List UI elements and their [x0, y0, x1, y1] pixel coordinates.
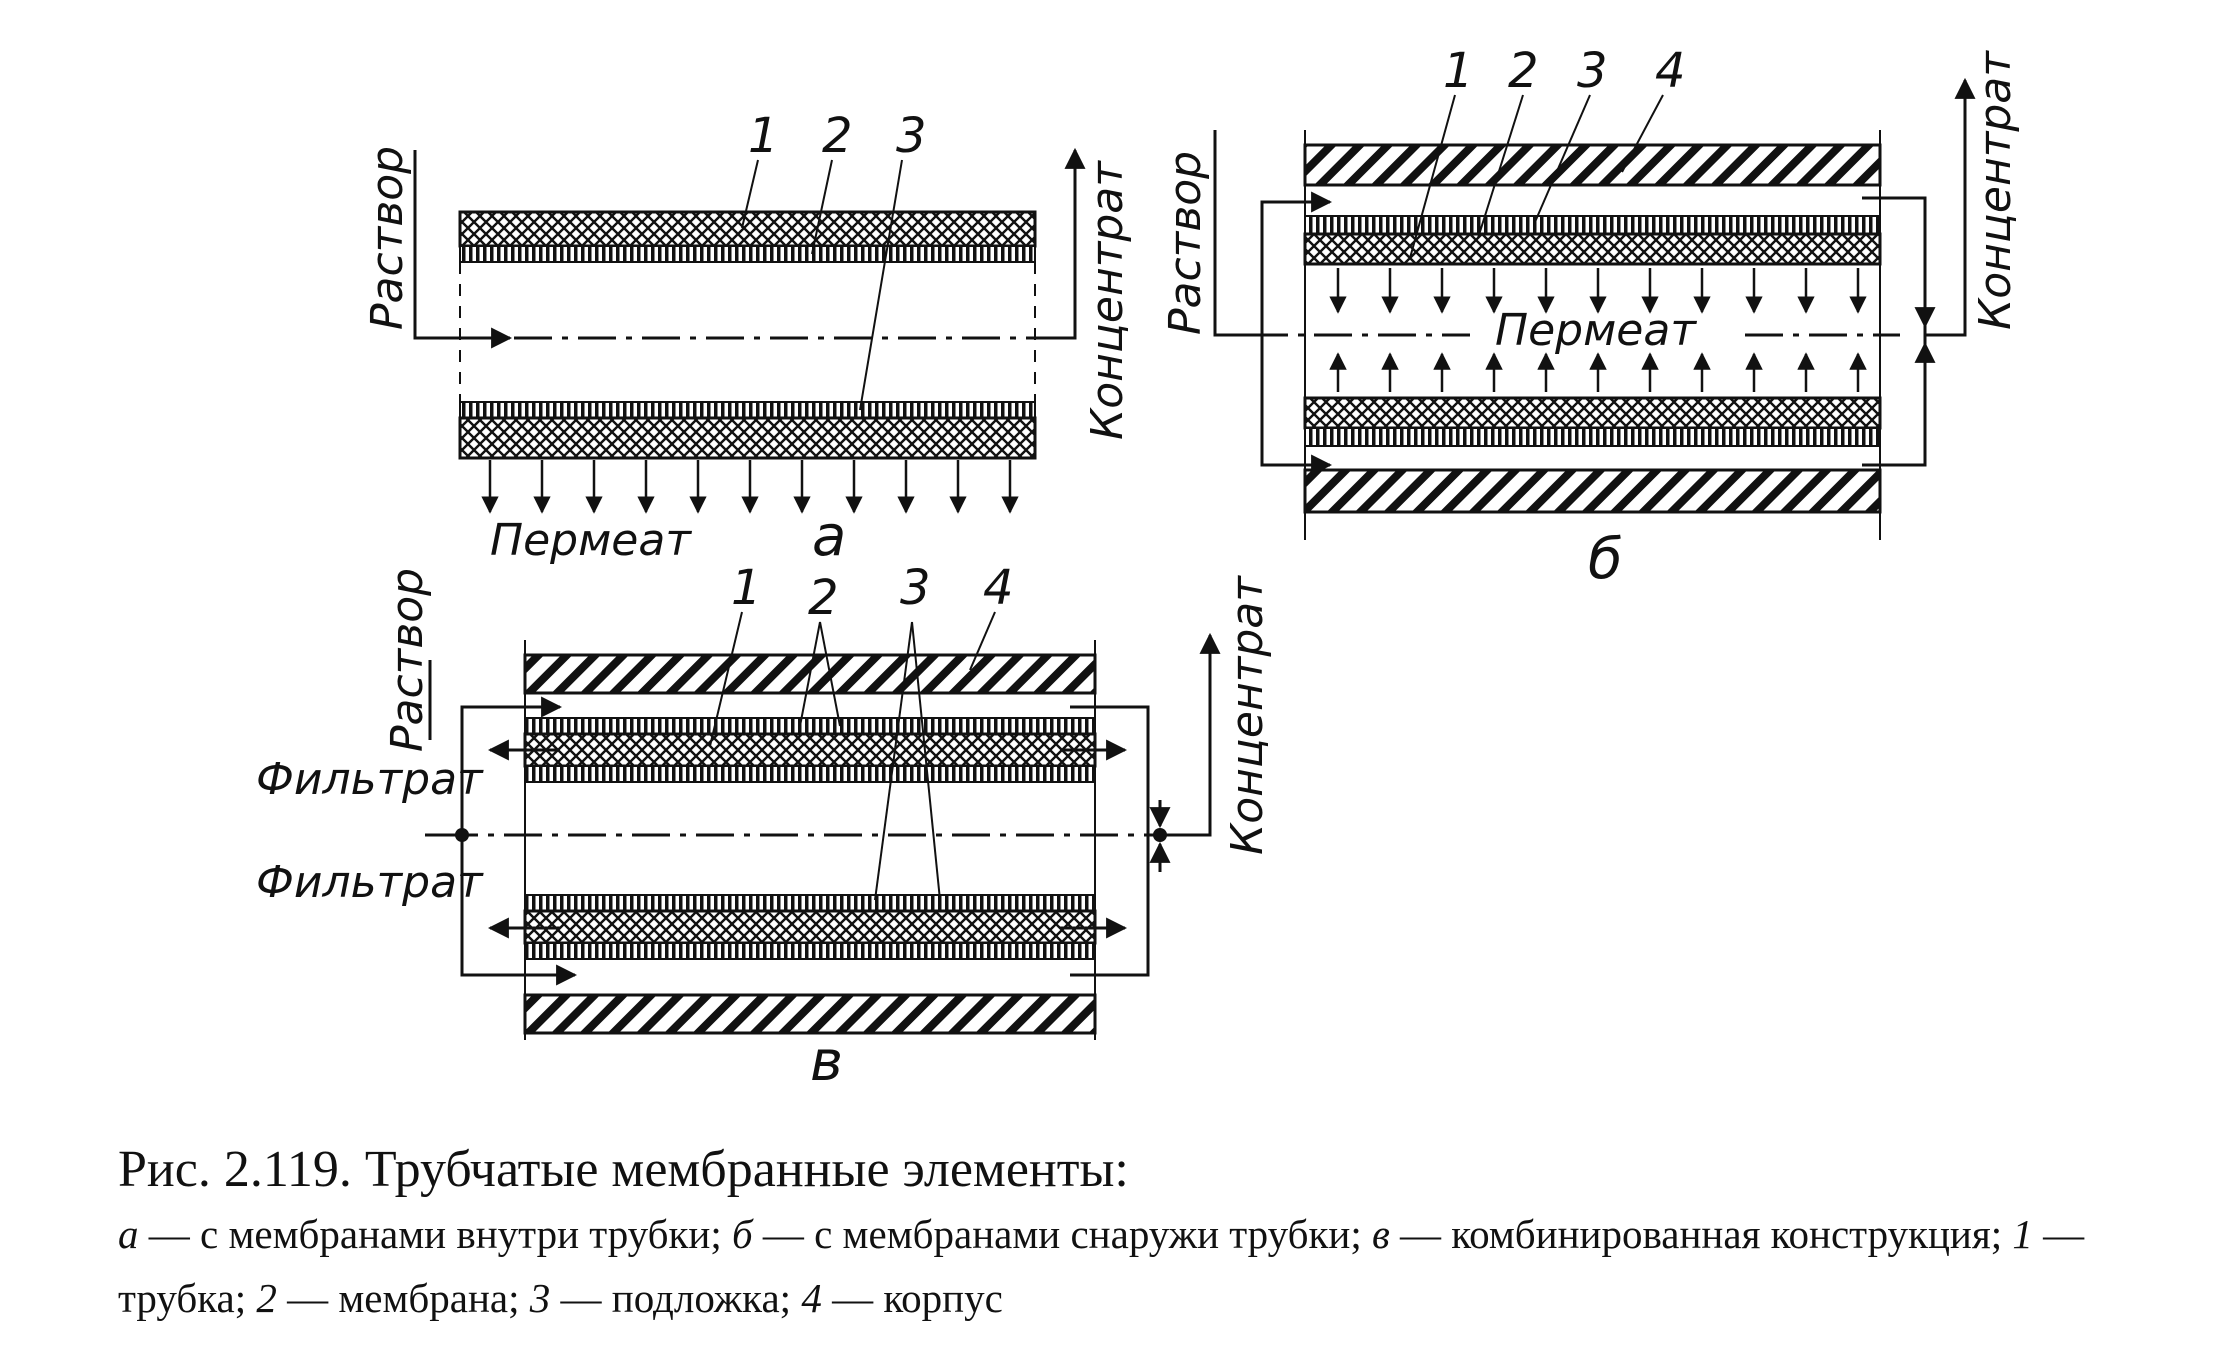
inlet-arrow-a: [413, 150, 513, 349]
tube-b-bottom-wall: [1303, 396, 1882, 447]
outlet-arrow-a: [1035, 147, 1086, 340]
leader-c-3a: [874, 621, 913, 901]
caption-title: Рис. 2.119. Трубчатые мембранные элемент…: [118, 1141, 1129, 1198]
inlet-label-c: Раствор: [382, 568, 433, 752]
inlet-line-b: [1213, 130, 1260, 337]
diagram-a: 1 2 3 Раствор Концентрат Пермеат а: [362, 108, 1133, 569]
legend-text-2: — мембрана;: [276, 1275, 530, 1321]
label-c-4: 4: [983, 560, 1014, 616]
label-b-1: 1: [1443, 43, 1474, 99]
leader-a-1: [741, 159, 759, 229]
inlet-label-b: Раствор: [1160, 151, 1211, 335]
legend-key-b: б: [731, 1211, 753, 1257]
tube-a-bottom-wall: [458, 401, 1037, 460]
permeate-arrows-a: [481, 460, 1019, 514]
outlet-collector-c: [1070, 705, 1150, 977]
housing-b-bottom: [1303, 468, 1882, 514]
leader-c-2a: [799, 621, 821, 727]
junction-dot-c-left: [455, 828, 469, 842]
permeate-label-a: Пермеат: [490, 515, 692, 566]
leader-b-3: [1534, 94, 1591, 223]
legend-text-b: — с мембранами снаружи трубки;: [752, 1211, 1372, 1257]
leader-a-2: [811, 159, 833, 255]
filtrate-label-c-bottom: Фильтрат: [256, 857, 484, 908]
label-a-2: 2: [822, 108, 853, 164]
label-b-2: 2: [1508, 43, 1539, 99]
tube-b-top-wall: [1303, 215, 1882, 266]
label-a-3: 3: [896, 108, 927, 164]
housing-c-top: [523, 653, 1097, 695]
legend-text-4: — корпус: [821, 1275, 1003, 1321]
subfigure-letter-a: а: [812, 504, 846, 569]
legend-key-a: а: [118, 1211, 139, 1257]
tube-a-top-wall: [458, 210, 1037, 263]
junction-dot-c-right: [1153, 828, 1167, 842]
label-b-3: 3: [1577, 43, 1608, 99]
label-c-1: 1: [731, 560, 762, 616]
diagram-b: 1 2 3 4 Раствор Концентрат Пермеат б: [1160, 43, 2021, 592]
subfigure-letter-b: б: [1588, 527, 1623, 592]
figure-caption: Рис. 2.119. Трубчатые мембранные элемент…: [118, 1138, 2198, 1330]
housing-c-bottom: [523, 993, 1097, 1035]
label-c-3: 3: [900, 560, 931, 616]
leader-b-4: [1621, 94, 1664, 173]
permeate-arrows-b: [1329, 268, 1867, 392]
inlet-distributor-b: [1260, 191, 1333, 476]
outlet-arrow-b: [1925, 77, 1976, 337]
label-c-2: 2: [808, 570, 839, 626]
legend-key-2: 2: [256, 1275, 277, 1321]
leader-b-1: [1409, 94, 1456, 259]
legend-key-c: в: [1371, 1211, 1390, 1257]
leader-c-2b: [819, 621, 841, 727]
tube-c-top-wall: [523, 717, 1097, 783]
label-b-4: 4: [1655, 43, 1686, 99]
legend-key-1: 1: [2012, 1211, 2033, 1257]
legend-text-1: — трубка;: [118, 1211, 2085, 1321]
leader-b-2: [1477, 94, 1524, 239]
label-a-1: 1: [748, 108, 779, 164]
permeate-label-b: Пермеат: [1495, 305, 1697, 356]
legend-text-a: — с мембранами внутри трубки;: [138, 1211, 732, 1257]
inlet-label-a: Раствор: [362, 146, 413, 330]
leader-c-3b: [911, 621, 941, 901]
legend-key-3: 3: [529, 1275, 551, 1321]
filtrate-label-c-top: Фильтрат: [256, 754, 484, 805]
legend-key-4: 4: [801, 1275, 822, 1321]
outlet-label-a: Концентрат: [1082, 160, 1133, 440]
leader-a-3: [859, 159, 903, 411]
legend-text-c: — комбинированная конструкция;: [1389, 1211, 2013, 1257]
diagram-c: 1 2 3 4 Раствор Концентрат Фильтрат Филь…: [256, 560, 1273, 1094]
housing-b-top: [1303, 143, 1882, 187]
leader-c-1: [709, 611, 743, 747]
tube-c-bottom-wall: [523, 894, 1097, 960]
outlet-label-b: Концентрат: [1970, 50, 2021, 330]
leader-c-4: [969, 611, 996, 671]
legend-text-3: — подложка;: [550, 1275, 802, 1321]
outlet-label-c: Концентрат: [1222, 575, 1273, 855]
outlet-collector-b: [1862, 196, 1927, 467]
caption-legend: а — с мембранами внутри трубки; б — с ме…: [118, 1202, 2198, 1330]
outlet-arrow-c: [1148, 632, 1221, 837]
subfigure-letter-c: в: [810, 1029, 843, 1094]
